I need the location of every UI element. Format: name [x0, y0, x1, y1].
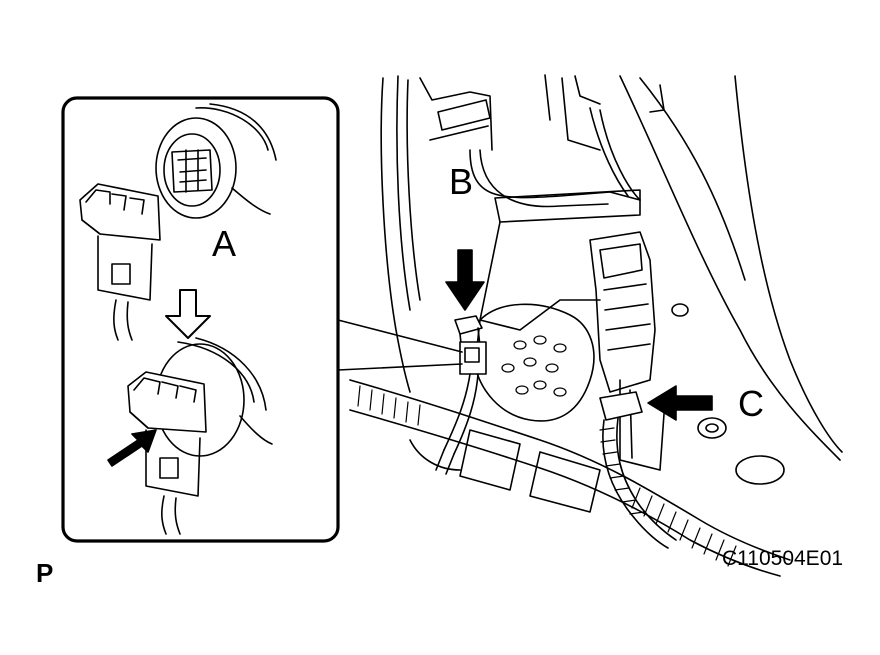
insert-down-arrow [165, 289, 211, 339]
connector-c [599, 391, 677, 549]
callout-label-c: C [738, 383, 764, 424]
push-lock-arrow [107, 429, 157, 467]
detail-inset-box [61, 96, 340, 543]
arrow-b-down [445, 249, 485, 311]
view-code-label: P [36, 558, 54, 588]
floor-harness-tape [357, 385, 737, 567]
vehicle-body-panel [349, 74, 843, 577]
figure-id-label: C110504E01 [722, 547, 844, 570]
arrow-c-left [647, 385, 713, 421]
plug-a [79, 183, 161, 341]
receptacle-top [155, 103, 277, 219]
plug-connected [127, 371, 207, 535]
detail-leader-line [337, 319, 463, 371]
callout-label-b: B [449, 161, 474, 202]
connector-detail-source [435, 341, 487, 475]
callout-label-a: A [212, 223, 237, 264]
